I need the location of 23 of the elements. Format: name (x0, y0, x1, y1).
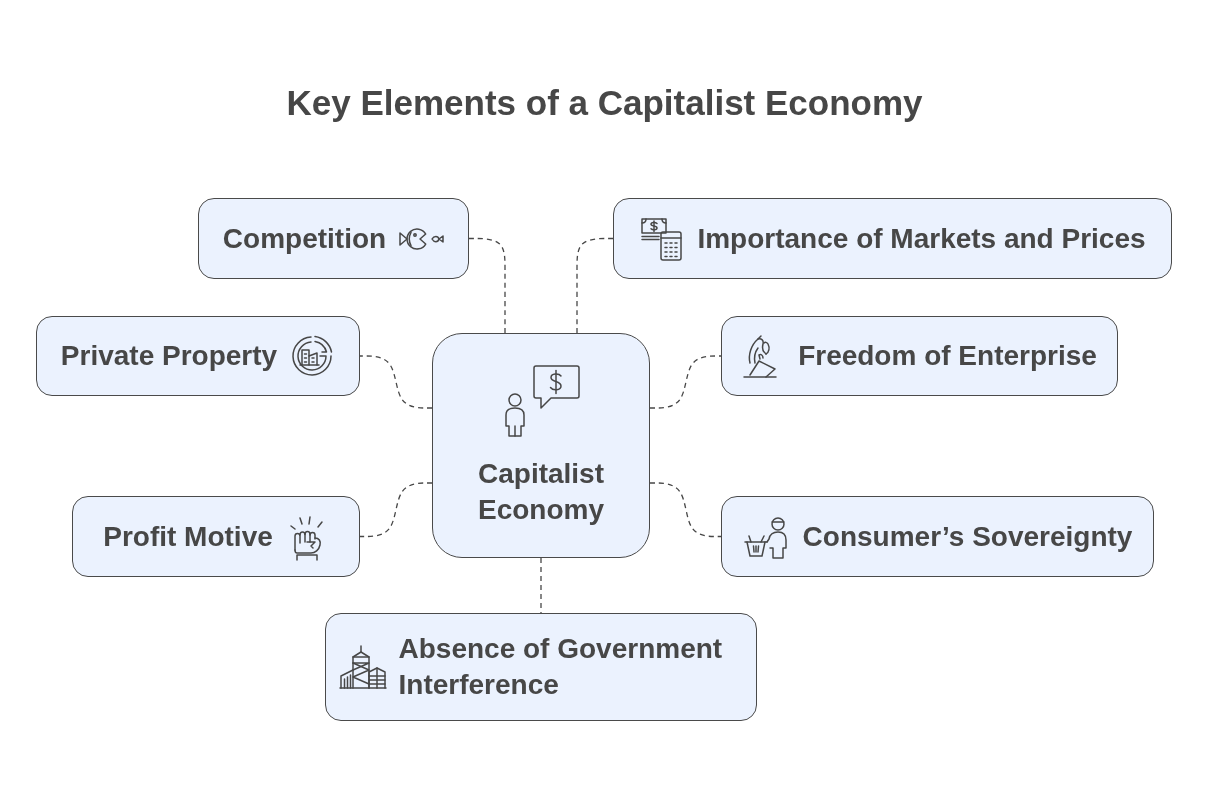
connector-line (468, 237, 506, 334)
connector-line (359, 355, 433, 409)
topic-box (721, 316, 1118, 396)
topic-label: Freedom of Enterprise (798, 339, 1097, 373)
topic-label: Private Property (60, 339, 278, 373)
topic-box (198, 198, 469, 279)
connector-line (359, 482, 433, 538)
topic-label: Profit Motive (103, 519, 273, 554)
hub-box (432, 333, 650, 558)
topic-box (721, 496, 1154, 577)
connector-line (576, 237, 614, 334)
connector-line (649, 482, 722, 538)
topic-label: Competition (222, 221, 387, 256)
topic-box (72, 496, 360, 577)
topic-box (613, 198, 1172, 279)
diagram-title: Key Elements of a Capitalist Economy (286, 82, 923, 124)
topic-box (325, 613, 757, 721)
hub-label: Capitalist Economy (477, 456, 605, 527)
topic-label: Importance of Markets and Prices (697, 221, 1146, 256)
topic-label: Consumer’s Sovereignty (802, 519, 1133, 554)
topic-label: Absence of Government Interference (398, 632, 724, 702)
connector-line (649, 355, 722, 409)
topic-box (36, 316, 360, 396)
